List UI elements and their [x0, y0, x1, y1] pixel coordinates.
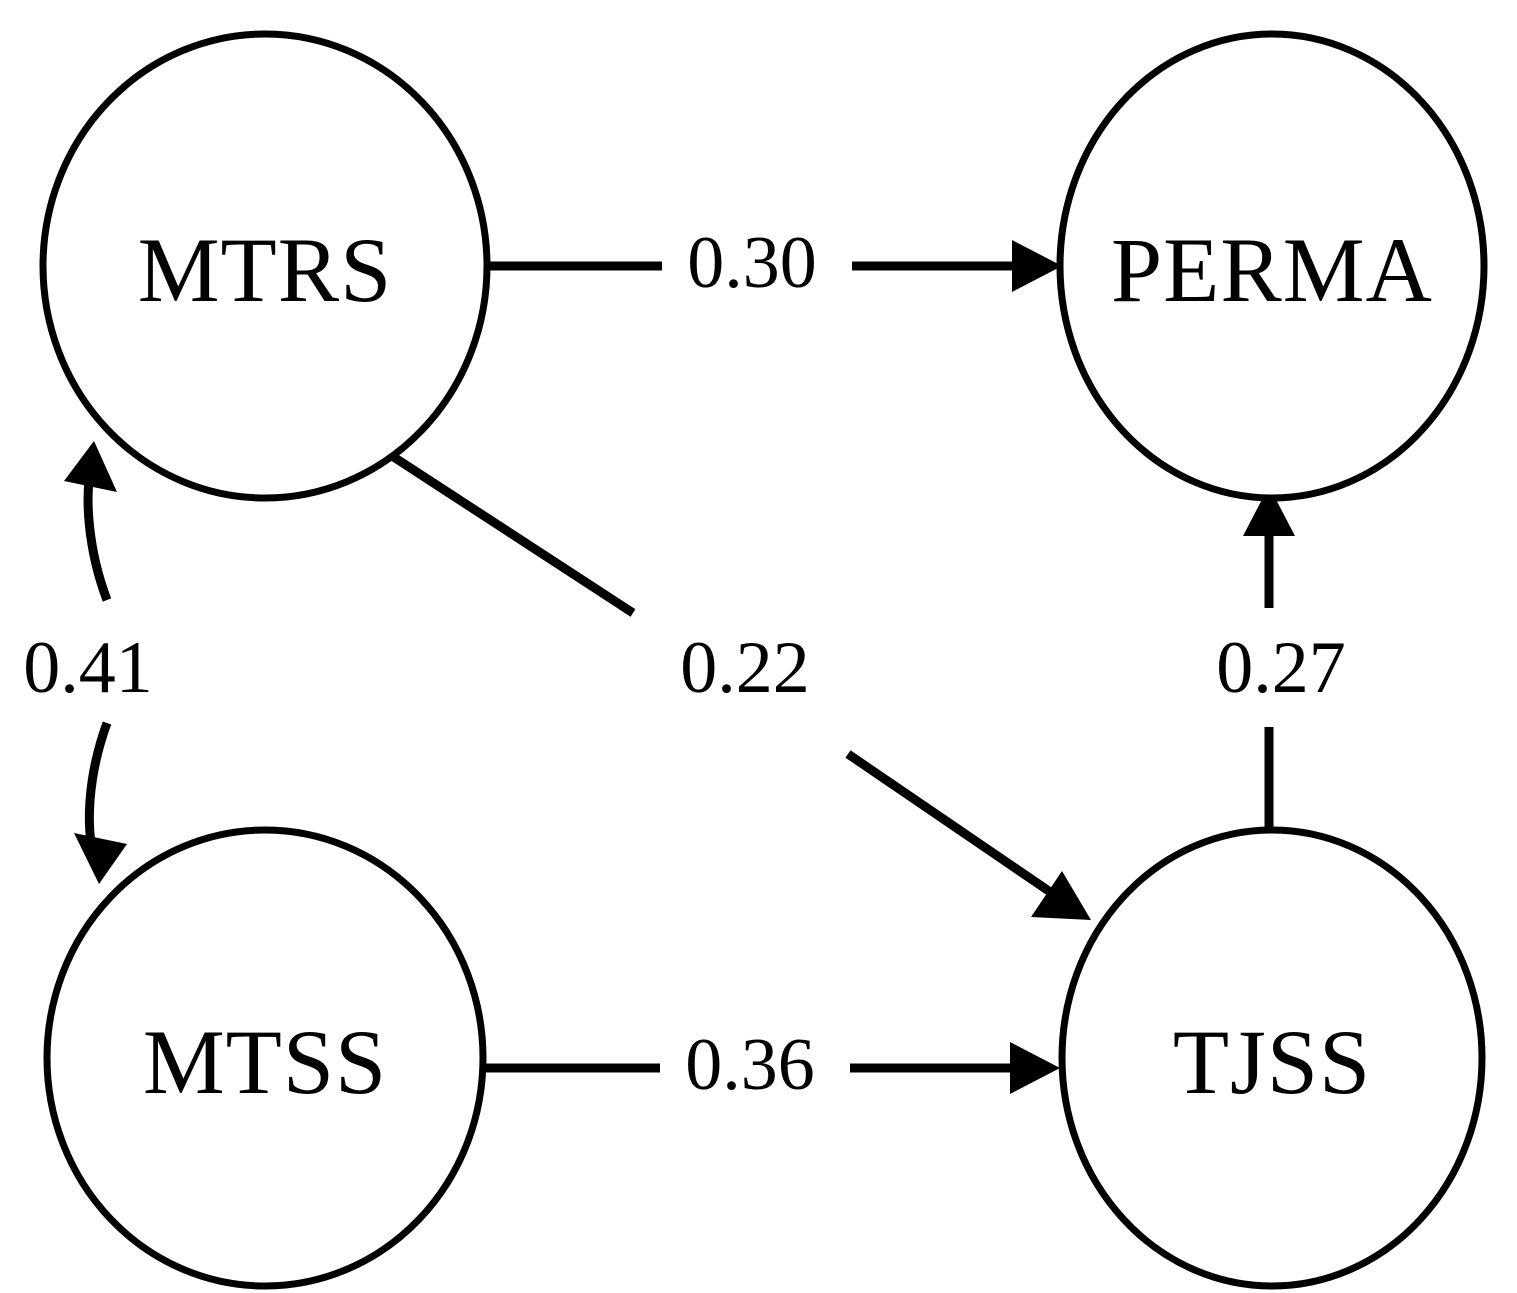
node-perma-label: PERMA [1111, 219, 1433, 321]
path-tjss-to-perma [1243, 486, 1295, 833]
path-mtrs-mtss-correlation [64, 441, 127, 884]
node-mtrs-circle[interactable] [39, 30, 491, 502]
path-mtrs-to-perma [480, 240, 1062, 292]
node-mtss-label: MTSS [143, 1011, 387, 1113]
path-segment-lower [845, 750, 1065, 904]
arrowhead-into-perma [1012, 240, 1062, 292]
arrowhead-into-tjss [1010, 1042, 1060, 1094]
path-mtrs-to-tjss [383, 448, 1091, 920]
coefficient-label-mtrs-tjss: 0.22 [680, 627, 810, 709]
arrowhead-into-perma-bottom [1243, 486, 1295, 536]
node-mtrs-label: MTRS [138, 219, 393, 321]
node-tjss[interactable]: TJSS [1058, 826, 1486, 1290]
arrowhead-into-mtrs [64, 441, 117, 492]
node-tjss-label: TJSS [1173, 1011, 1371, 1113]
arrowhead-into-mtss [74, 833, 127, 884]
node-mtss-circle[interactable] [43, 826, 487, 1290]
arrowhead-into-tjss-diagonal [1031, 871, 1091, 920]
coefficient-label-tjss-perma: 0.27 [1216, 627, 1346, 709]
node-mtss[interactable]: MTSS [43, 826, 487, 1290]
node-perma[interactable]: PERMA [1056, 30, 1488, 502]
coefficient-label-mtrs-perma: 0.30 [687, 222, 817, 304]
node-mtrs[interactable]: MTRS [39, 30, 491, 502]
path-mtss-to-tjss [477, 1042, 1060, 1094]
coefficient-label-mtss-tjss: 0.36 [685, 1024, 815, 1106]
coefficient-label-mtrs-mtss: 0.41 [23, 627, 153, 709]
node-perma-circle[interactable] [1056, 30, 1488, 502]
path-segment-upper [383, 448, 636, 617]
node-tjss-circle[interactable] [1058, 826, 1486, 1290]
